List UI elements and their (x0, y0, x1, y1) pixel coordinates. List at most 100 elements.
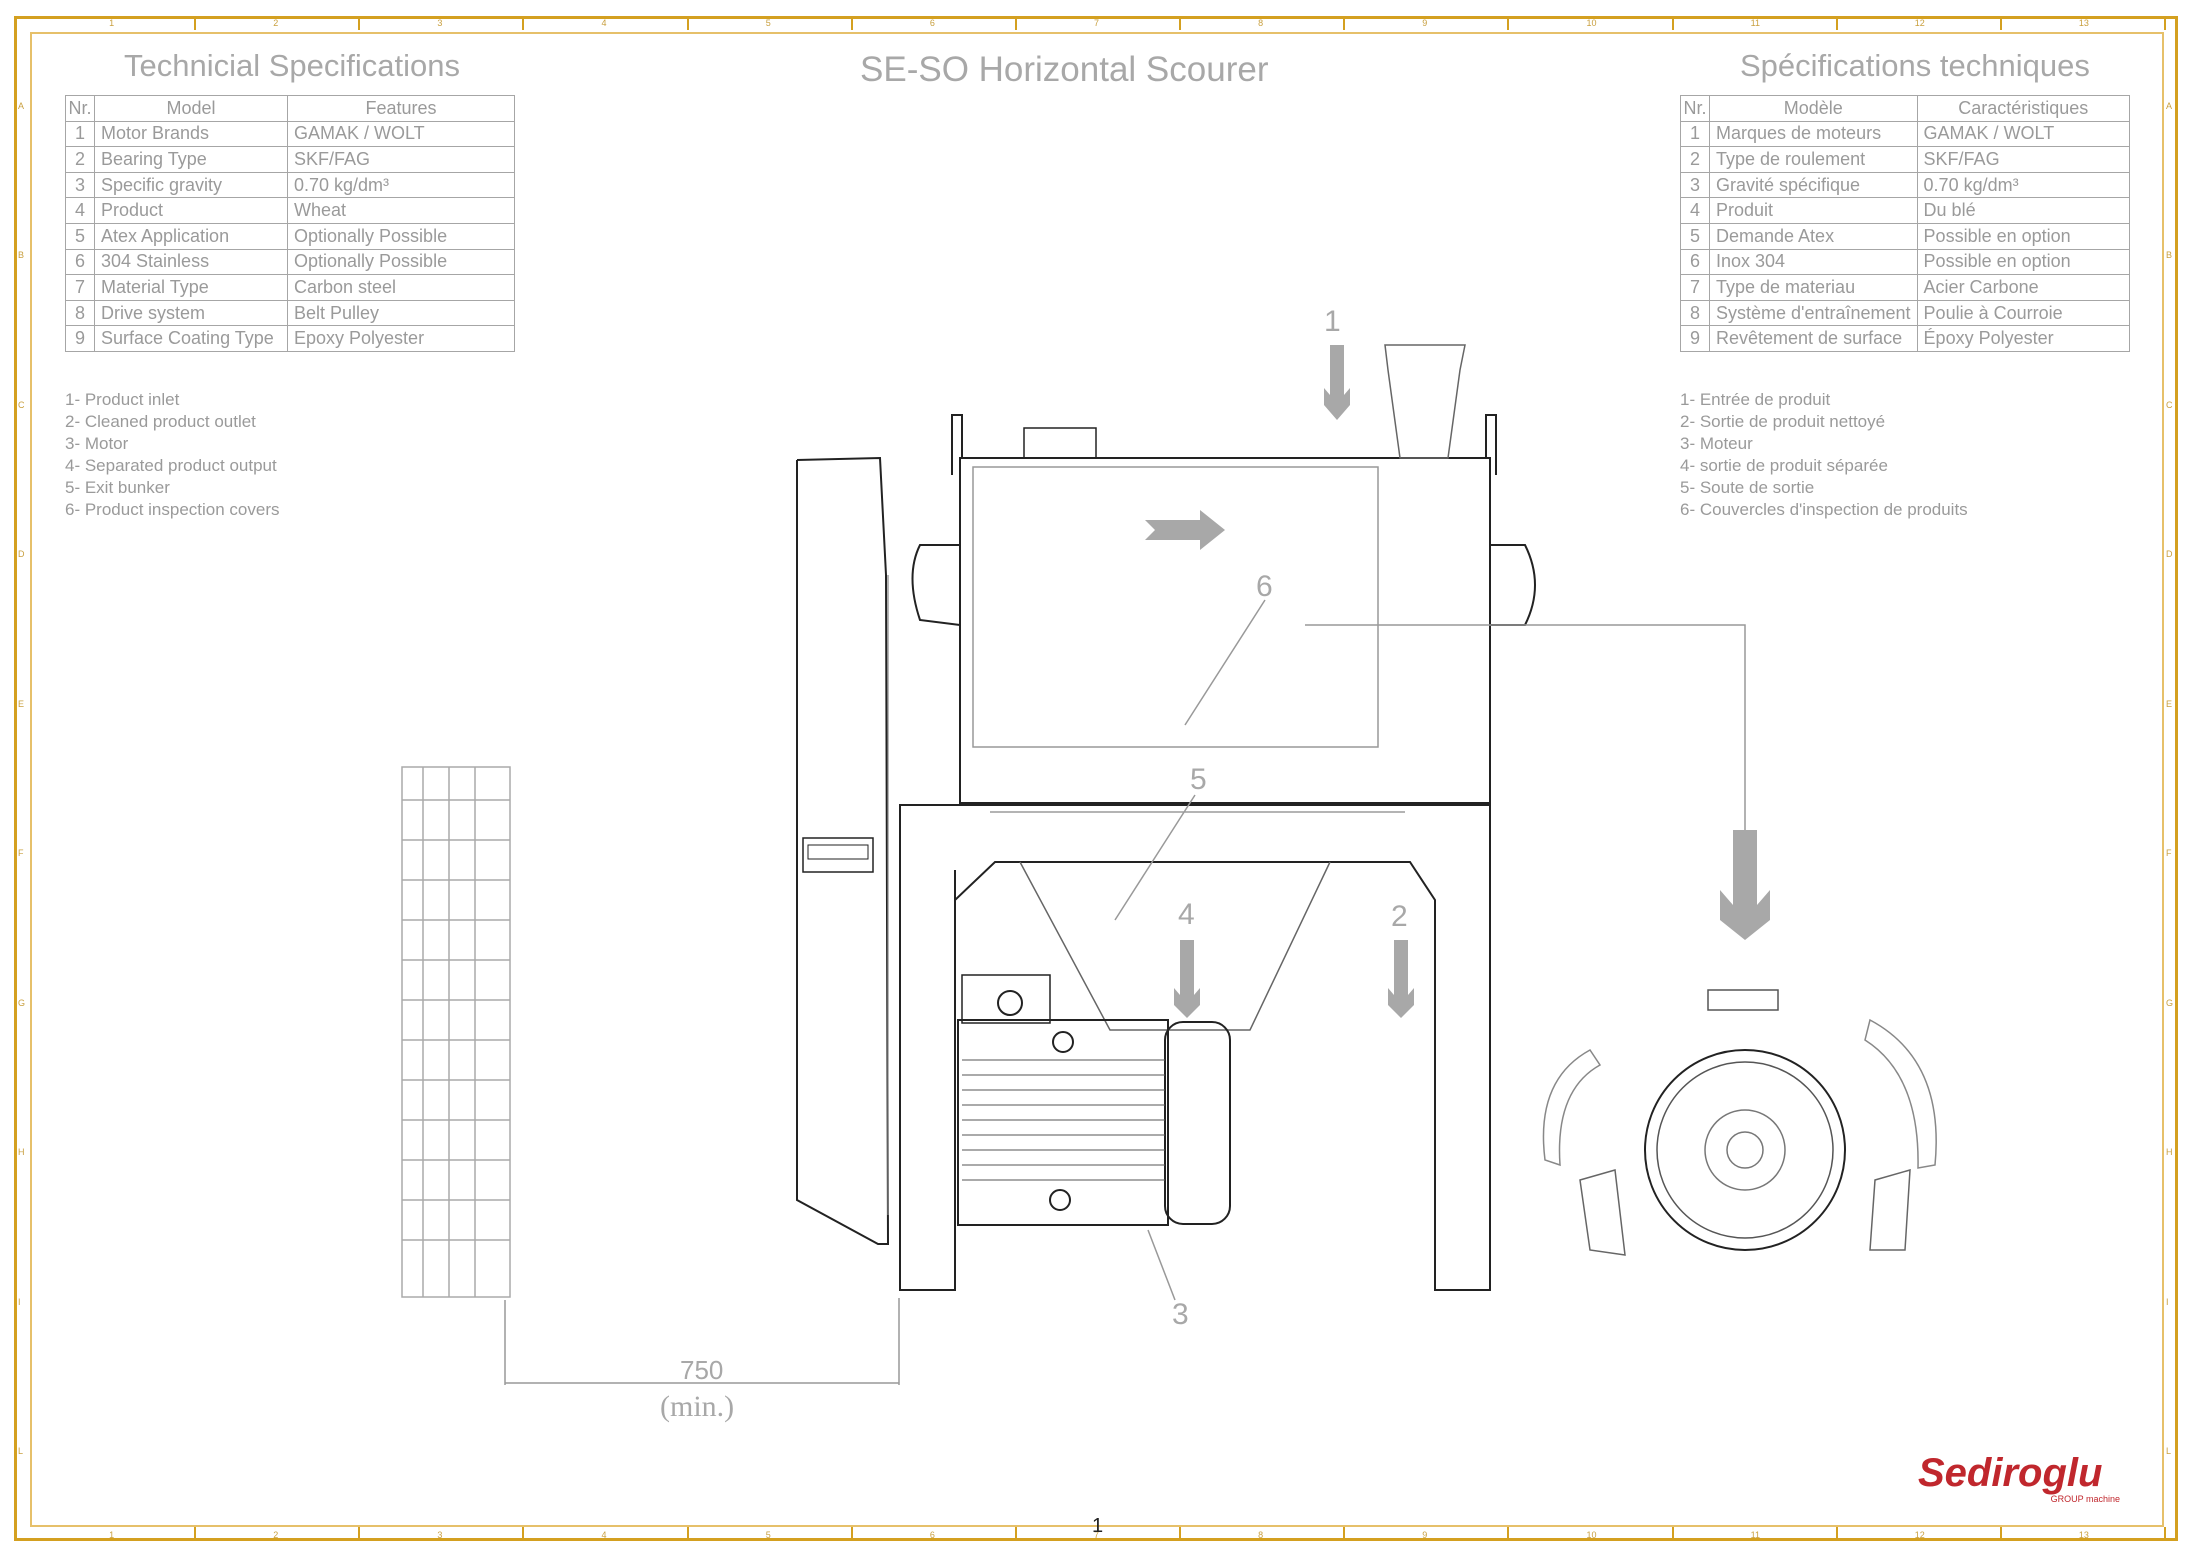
frame-tick (1507, 1527, 1510, 1541)
frame-column-label: 7 (1094, 18, 1100, 28)
frame-row-label: A (18, 100, 25, 111)
frame-column-label: 8 (1258, 18, 1264, 28)
column-header: Features (287, 95, 515, 122)
separated-output-arrow (1174, 940, 1200, 1018)
frame-column-label: 9 (1422, 18, 1428, 28)
frame-tick (1014, 16, 1017, 30)
legend-item: 4- Separated product output (65, 456, 277, 475)
inspection-cover (972, 466, 1379, 748)
drawing-inner-border (30, 32, 2164, 1527)
frame-tick (194, 1527, 197, 1541)
legend-item: 1- Entrée de produit (1680, 390, 1831, 409)
frame-tick (1671, 1527, 1674, 1541)
frame-tick (1014, 1527, 1017, 1541)
frame-column-label: 13 (2078, 1530, 2089, 1540)
row-number: 6 (1680, 248, 1710, 276)
frame-row-label: F (2166, 848, 2172, 859)
frame-row-label: C (18, 399, 25, 410)
frame-column-label: 12 (1914, 18, 1925, 28)
frame-row-label: H (2166, 1147, 2173, 1158)
cleaned-outlet-arrow (1388, 940, 1414, 1018)
spec-fr-heading: Spécifications techniques (1740, 48, 2090, 83)
frame-tick (522, 16, 525, 30)
row-number: 9 (1680, 325, 1710, 352)
frame-column-label: 8 (1258, 1530, 1264, 1540)
dimension-value: 750 (680, 1355, 724, 1385)
row-value: GAMAK / WOLT (1916, 120, 2131, 148)
row-value: Époxy Polyester (1916, 325, 2131, 352)
legend-item: 2- Cleaned product outlet (65, 412, 256, 431)
row-label: Material Type (94, 274, 288, 301)
callout-separated-output: 4 (1178, 898, 1195, 931)
legend-item: 6- Product inspection covers (65, 500, 280, 519)
row-number: 5 (1680, 222, 1710, 250)
callout-inspection-covers: 6 (1256, 570, 1273, 603)
frame-column-label: 5 (765, 1530, 771, 1540)
legend-item: 1- Product inlet (65, 390, 180, 409)
row-value: Acier Carbone (1916, 274, 2131, 301)
frame-row-label: L (2166, 1446, 2172, 1457)
frame-tick (358, 1527, 361, 1541)
frame-row-label: D (18, 549, 25, 560)
inlet-arrow (1324, 345, 1350, 420)
frame-column-label: 5 (765, 18, 771, 28)
frame-tick (1999, 1527, 2002, 1541)
motor-body (957, 1019, 1169, 1226)
column-header: Modèle (1709, 95, 1918, 122)
row-value: Belt Pulley (287, 299, 515, 327)
row-value: 0.70 kg/dm³ (1916, 171, 2131, 199)
frame-column-label: 11 (1750, 1530, 1760, 1540)
top-port (1023, 427, 1097, 459)
right-bearing-housing (1490, 544, 1536, 626)
frame-column-label: 13 (2078, 18, 2089, 28)
table-header-row: Nr. Modèle Caractéristiques (1680, 95, 2131, 122)
table-header-row: Nr. Model Features (65, 95, 515, 122)
frame-row-label: D (2166, 549, 2173, 560)
spec-en-heading: Technicial Specifications (124, 48, 461, 83)
exit-bunker (1019, 861, 1331, 1031)
left-frame-panel (796, 456, 890, 1245)
frame-tick (2164, 1527, 2166, 1541)
frame-column-label: 10 (1586, 18, 1597, 28)
row-value: 0.70 kg/dm³ (287, 171, 515, 199)
row-label: Atex Application (94, 222, 288, 250)
row-number: 1 (1680, 120, 1710, 148)
frame-tick (1179, 16, 1182, 30)
logo-text: Sediroglu (1918, 1451, 2103, 1495)
frame-tick (686, 1527, 689, 1541)
callout-inlet: 1 (1324, 305, 1341, 338)
frame-column-label: 11 (1750, 18, 1760, 28)
page-title: SE-SO Horizontal Scourer (860, 50, 1269, 89)
frame-row-label: G (18, 997, 26, 1008)
callout-exit-bunker: 5 (1190, 763, 1207, 796)
frame-tick (1507, 16, 1510, 30)
flow-direction-arrow (1145, 510, 1225, 550)
row-label: Drive system (94, 299, 288, 327)
wall-detail (401, 766, 511, 1298)
side-nameplate (802, 837, 874, 873)
detail-arrow (1720, 830, 1770, 940)
rotor-detail (1542, 989, 1937, 1256)
frame-row-label: E (2166, 698, 2173, 709)
frame-tick (1343, 16, 1346, 30)
frame-column-label: 2 (273, 18, 279, 28)
frame-row-label: E (18, 698, 25, 709)
frame-tick (1999, 16, 2002, 30)
row-label: Surface Coating Type (94, 325, 288, 352)
row-value: Du blé (1916, 197, 2131, 224)
logo-subtext: GROUP machine (2050, 1494, 2120, 1504)
row-label: Type de roulement (1709, 146, 1918, 173)
frame-tick (194, 16, 197, 30)
frame-row-label: I (18, 1296, 21, 1307)
row-label: Demande Atex (1709, 222, 1918, 250)
